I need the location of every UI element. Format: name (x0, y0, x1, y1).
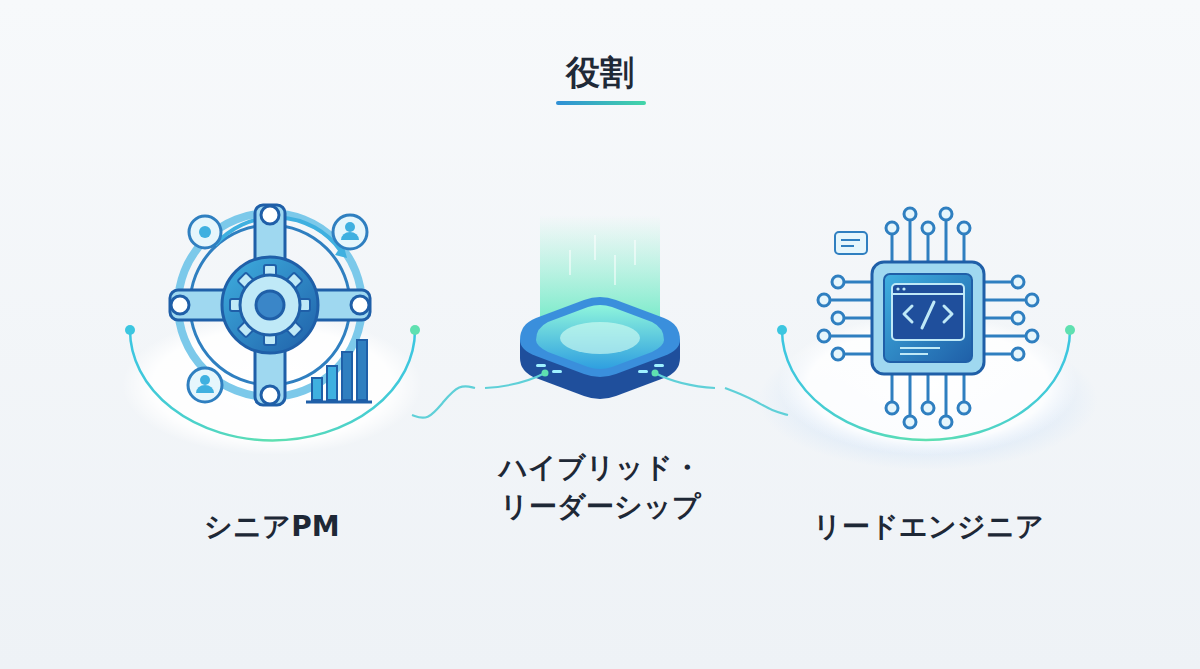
connector-line (725, 388, 788, 415)
diagram-title: 役割 (566, 52, 634, 92)
role-label: リードエンジニア (813, 507, 1044, 546)
role-node: シニアPM (132, 195, 412, 546)
role-label: ハイブリッド・ リーダーシップ (485, 448, 715, 526)
diagram-title-block: 役割 (0, 50, 1200, 96)
role-label: シニアPM (204, 507, 339, 546)
hub-node: ハイブリッド・ リーダーシップ (475, 280, 725, 526)
connector-line (412, 386, 475, 417)
role-node: リードエンジニア (788, 195, 1068, 546)
